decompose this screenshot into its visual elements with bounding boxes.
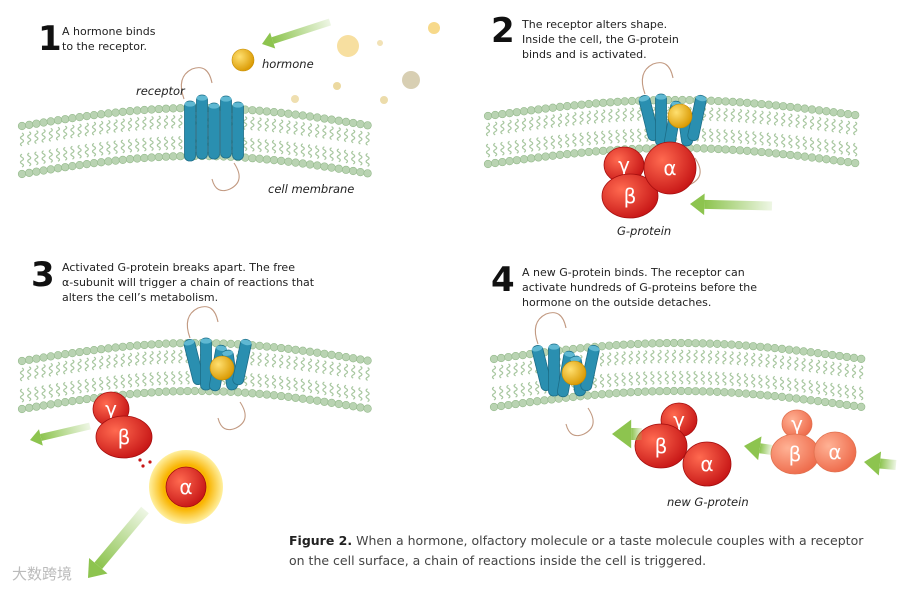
membrane-panel-3 xyxy=(17,338,372,414)
g-protein-beta-panel-2: β xyxy=(601,173,659,219)
free-hormone-3 xyxy=(428,22,440,34)
receptor-helix-1 xyxy=(184,100,196,162)
step-3-line-3: alters the cell’s metabolism. xyxy=(62,291,219,304)
free-hormone-2 xyxy=(402,71,420,89)
next-g-protein-beta-letter: β xyxy=(789,442,802,466)
caption-text: When a hormone, olfactory molecule or a … xyxy=(289,533,864,568)
arrow-g-protein-in xyxy=(690,193,773,216)
arrow-beta-gamma-out xyxy=(29,422,91,446)
g-protein-alpha-free-letter: α xyxy=(179,475,192,499)
step-4-line-3: hormone on the outside detaches. xyxy=(522,296,712,309)
receptor-helix-1 xyxy=(183,339,205,385)
g-protein-beta-panel-2-letter: β xyxy=(624,184,637,208)
step-3-text: Activated G-protein breaks apart. The fr… xyxy=(62,260,314,305)
step-3-line-2: α-subunit will trigger a chain of reacti… xyxy=(62,276,315,289)
step-1-line-2: to the receptor. xyxy=(62,40,147,53)
receptor-inner-loop xyxy=(565,407,594,437)
receptor-outer-loop xyxy=(641,62,674,95)
g-protein-alpha-panel-4: α xyxy=(682,441,732,487)
next-g-protein-alpha-letter: α xyxy=(828,440,841,464)
hormone-bound-panel-1 xyxy=(231,48,255,72)
step-2-line-2: Inside the cell, the G-protein xyxy=(522,33,679,46)
cell-membrane-label: cell membrane xyxy=(268,182,355,196)
receptor-inner-loop xyxy=(211,162,240,192)
figure-caption: Figure 2. When a hormone, olfactory mole… xyxy=(289,531,879,571)
step-1-line-1: A hormone binds xyxy=(62,25,156,38)
step-3-line-1: Activated G-protein breaks apart. The fr… xyxy=(62,261,295,274)
arrow-new-g-protein xyxy=(612,419,642,449)
receptor-outer-loop xyxy=(186,306,219,339)
receptor-helix-5 xyxy=(232,338,252,386)
g-protein-beta-panel-4-letter: β xyxy=(655,434,668,458)
g-protein-gamma-panel-2-letter: γ xyxy=(618,153,630,177)
receptor-helix-4 xyxy=(220,95,232,159)
receptor-helix-2 xyxy=(548,343,560,397)
receptor-panel-1 xyxy=(180,67,244,192)
g-protein-beta-panel-3-letter: β xyxy=(118,425,131,449)
next-g-protein-gamma: γ xyxy=(781,409,813,439)
step-4-line-2: activate hundreds of G-proteins before t… xyxy=(522,281,758,294)
g-protein-label: G-protein xyxy=(617,224,672,238)
caption-title: Figure 2. xyxy=(289,533,353,548)
arrow-alpha-trail xyxy=(87,506,149,578)
g-protein-alpha-panel-2-letter: α xyxy=(663,156,676,180)
arrow-next-g-protein xyxy=(743,436,773,461)
new-g-protein-label: new G-protein xyxy=(667,495,749,509)
g-protein-alpha-panel-4-letter: α xyxy=(700,452,713,476)
receptor-helix-3 xyxy=(208,102,220,160)
step-1-number: 1 xyxy=(38,19,62,59)
next-g-protein-gamma-letter: γ xyxy=(791,412,803,436)
free-hormone-5 xyxy=(291,95,299,103)
receptor-outer-loop xyxy=(180,67,213,100)
step-2-number: 2 xyxy=(491,11,515,51)
g-protein-gamma-panel-3-letter: γ xyxy=(105,397,117,421)
next-g-protein-alpha: α xyxy=(813,431,857,473)
free-hormone-7 xyxy=(377,40,383,46)
receptor-helix-2 xyxy=(655,93,667,147)
step-4-text: A new G-protein binds. The receptor can … xyxy=(522,265,757,310)
receptor-helix-5 xyxy=(232,101,244,161)
step-2-line-3: binds and is activated. xyxy=(522,48,647,61)
next-g-protein-beta: β xyxy=(770,433,820,475)
spark-1 xyxy=(138,458,142,462)
receptor-helix-1 xyxy=(531,345,553,391)
hormone-panel-4 xyxy=(561,360,587,386)
hormone-label: hormone xyxy=(262,57,314,71)
step-4-line-1: A new G-protein binds. The receptor can xyxy=(522,266,745,279)
spark-2 xyxy=(148,460,152,464)
step-4-number: 4 xyxy=(491,260,515,300)
receptor-inner-loop xyxy=(217,401,246,431)
arrow-incoming xyxy=(864,451,897,476)
free-hormone-4 xyxy=(333,82,341,90)
watermark: 大数跨境 xyxy=(12,565,73,583)
step-2-text: The receptor alters shape. Inside the ce… xyxy=(522,17,679,62)
g-protein-beta-panel-3: β xyxy=(95,415,153,459)
arrow-hormone-in xyxy=(261,18,332,49)
free-hormone-1 xyxy=(337,35,359,57)
receptor-helix-1 xyxy=(638,95,660,141)
receptor-label: receptor xyxy=(136,84,185,98)
g-protein-alpha-panel-2: α xyxy=(643,141,697,195)
step-1-text: A hormone binds to the receptor. xyxy=(62,24,155,54)
hormone-panel-3 xyxy=(209,355,235,381)
spark-3 xyxy=(141,464,145,468)
receptor-helix-2 xyxy=(196,94,208,160)
free-hormone-6 xyxy=(380,96,388,104)
hormone-panel-2 xyxy=(667,103,693,129)
g-protein-gamma-panel-4-letter: γ xyxy=(673,408,685,432)
g-protein-beta-panel-4: β xyxy=(634,423,688,469)
g-protein-alpha-free: α xyxy=(165,466,207,508)
step-2-line-1: The receptor alters shape. xyxy=(522,18,668,31)
receptor-outer-loop xyxy=(534,312,567,345)
step-3-number: 3 xyxy=(31,255,55,295)
